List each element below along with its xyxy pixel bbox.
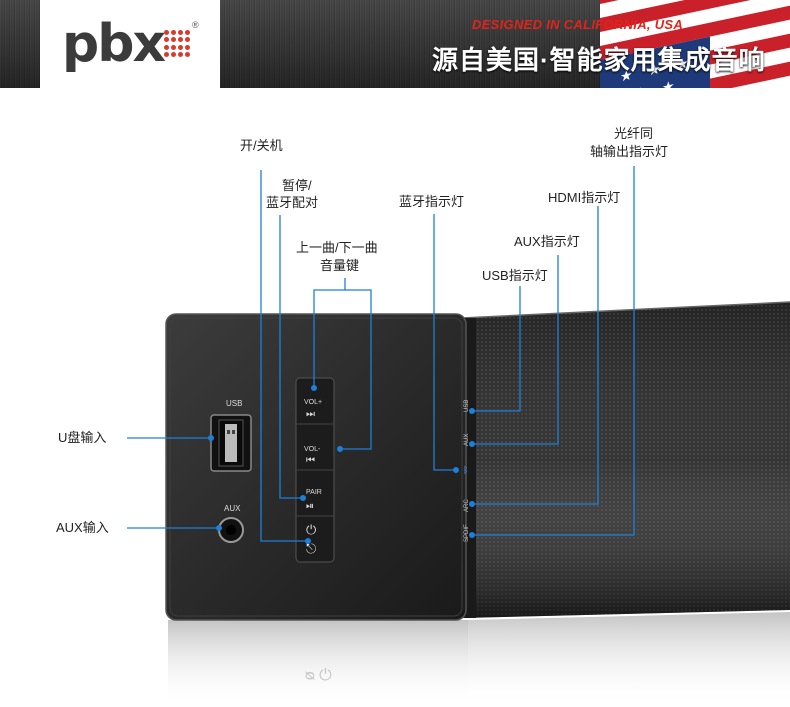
- usb-panel-label: USB: [226, 399, 242, 408]
- callout-power: 开/关机: [240, 138, 283, 153]
- bluetooth-icon: ᛒ: [463, 465, 468, 475]
- aux-panel-label: AUX: [224, 504, 241, 513]
- callout-volume: 音量键: [320, 258, 360, 273]
- edge-label-usb: USB: [464, 400, 470, 412]
- callout-track: 上一曲/下一曲: [296, 240, 378, 255]
- vol-up-label: VOL+: [304, 399, 322, 406]
- soundbar-illustration: ᴓ ⏻ ⏭ ⏮ ⏯ ⏻ ⎋ USB AUX ᛒ ARC SPDIF: [127, 166, 790, 707]
- next-track-icon: ⏭: [306, 409, 315, 420]
- play-pause-icon: ⏯: [306, 501, 314, 512]
- tagline-english: DESIGNED IN CALIFORNIA, USA: [472, 17, 684, 32]
- pair-label: PAIR: [306, 489, 322, 496]
- svg-text:★: ★: [648, 60, 661, 78]
- svg-text:★: ★: [634, 83, 647, 88]
- floor-reflection: ᴓ ⏻: [168, 612, 790, 707]
- source-icon: ⎋: [306, 541, 316, 556]
- brand-logo: pbx ®: [40, 0, 220, 88]
- logo-text: pbx: [62, 14, 166, 74]
- power-icon: ⏻: [306, 522, 316, 537]
- us-flag-icon: ★ ★ ★ ★ ★: [600, 0, 790, 88]
- callout-pair: 蓝牙配对: [266, 195, 319, 210]
- side-control-panel: ⏭ ⏮ ⏯ ⏻ ⎋ USB AUX ᛒ ARC SPDIF: [165, 313, 470, 621]
- callout-dots: [208, 385, 475, 544]
- tagline-chinese: 源自美国·智能家用集成音响: [432, 45, 766, 75]
- callout-aux-indicator: AUX指示灯: [514, 234, 580, 249]
- callout-aux-input: AUX输入: [56, 520, 109, 535]
- previous-track-icon: ⏮: [306, 455, 315, 466]
- svg-text:★: ★: [676, 54, 689, 72]
- logo-registered-mark: ®: [192, 20, 199, 30]
- svg-text:★: ★: [620, 66, 633, 84]
- callout-bluetooth-indicator: 蓝牙指示灯: [399, 194, 465, 209]
- edge-label-spdif: SPDIF: [464, 524, 470, 542]
- speaker-grille: [458, 301, 790, 618]
- callout-usb-indicator: USB指示灯: [482, 268, 548, 283]
- callout-pause: 暂停/: [282, 178, 312, 193]
- vol-down-label: VOL-: [304, 446, 321, 453]
- svg-text:★: ★: [662, 77, 675, 88]
- edge-label-arc: ARC: [464, 499, 470, 512]
- header-banner: pbx ® ★ ★ ★ ★ ★ DESIGNED IN CALIFORNIA, …: [0, 0, 790, 88]
- svg-text:ᴓ ⏻: ᴓ ⏻: [305, 667, 332, 684]
- logo-dots: [164, 30, 191, 57]
- callout-hdmi-indicator: HDMI指示灯: [548, 190, 621, 205]
- callout-lines: [127, 166, 635, 542]
- edge-label-aux: AUX: [464, 434, 470, 446]
- callout-optical-line1: 光纤同: [614, 126, 654, 141]
- callout-usb-input: U盘输入: [58, 430, 107, 445]
- callout-optical-line2: 轴输出指示灯: [590, 144, 669, 159]
